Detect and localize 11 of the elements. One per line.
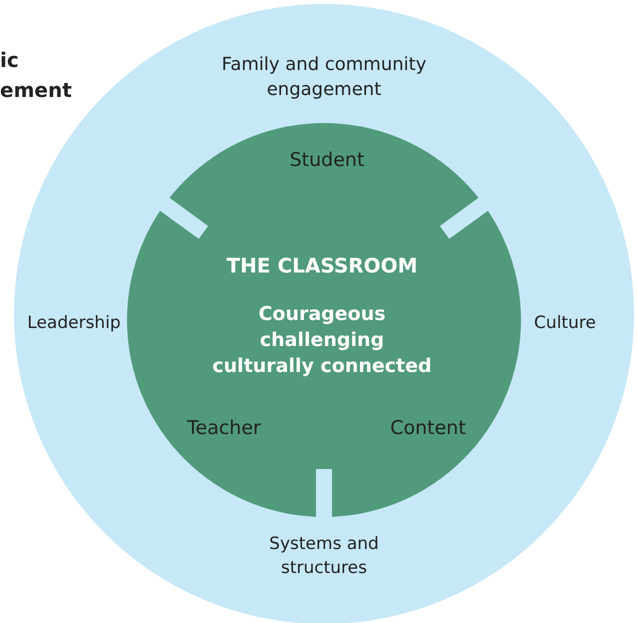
ring-label: Family and community engagement <box>220 53 428 102</box>
ring-label: Culture <box>533 312 597 335</box>
heading-text: ement <box>0 78 72 102</box>
segment-label: Content <box>389 416 467 441</box>
ring-label: Leadership <box>26 312 122 335</box>
segment-label: Student <box>288 148 366 173</box>
segment-label: Teacher <box>186 416 262 441</box>
center-title: THE CLASSROOM <box>225 252 419 280</box>
center-text: Courageous challenging culturally connected <box>211 302 433 379</box>
heading-text: ic <box>0 48 19 72</box>
ring-label: Systems and structures <box>268 533 380 580</box>
